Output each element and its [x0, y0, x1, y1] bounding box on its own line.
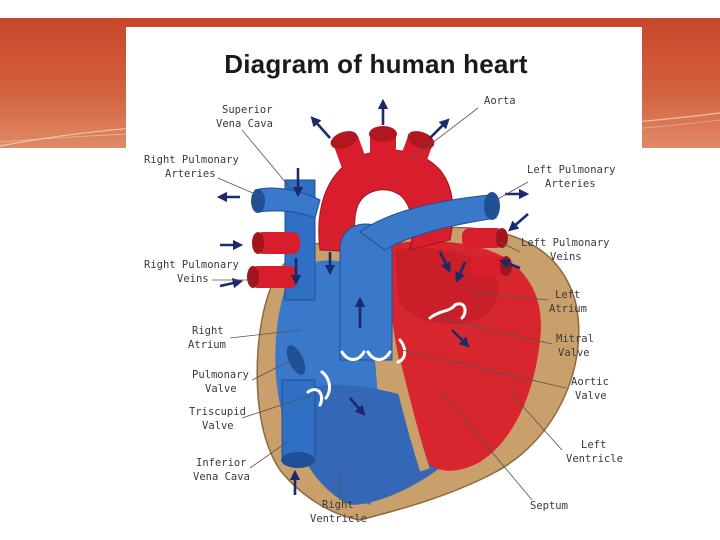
slide-title: Diagram of human heart: [224, 49, 528, 79]
left-pulmonary-artery-opening: [484, 192, 500, 220]
right-pulmonary-artery-opening: [251, 189, 265, 213]
diagram-labels: Superior Vena Cava Aorta Right Pulmonary…: [144, 95, 623, 525]
label-left-pulmonary-arteries: Left Pulmonary Arteries: [527, 164, 622, 190]
label-inferior-vena-cava: Inferior Vena Cava: [193, 457, 253, 483]
label-mitral-valve: Mitral Valve: [556, 333, 600, 359]
pulmonary-valve-shape: [340, 350, 366, 361]
label-right-pulmonary-veins: Right Pulmonary Veins: [144, 259, 245, 285]
label-septum: Septum: [530, 500, 568, 512]
label-aortic-valve: Aortic Valve: [571, 376, 615, 402]
inferior-vena-cava-opening: [281, 452, 315, 468]
label-right-pulmonary-arteries: Right Pulmonary Arteries: [144, 154, 245, 180]
label-left-ventricle: Left Ventricle: [566, 439, 623, 465]
label-superior-vena-cava: Superior Vena Cava: [216, 104, 279, 130]
label-pulmonary-valve: Pulmonary Valve: [192, 369, 255, 395]
mitral-valve-shape-2: [453, 302, 467, 320]
label-tricuspid-valve: Triscupid Valve: [189, 406, 252, 432]
right-pulmonary-veins: [247, 232, 300, 288]
heart-valves: [306, 302, 467, 407]
right-pulmonary-artery-branch: [254, 187, 321, 219]
mitral-valve-shape: [428, 303, 457, 320]
label-right-ventricle: Right Ventricle: [310, 499, 367, 525]
label-right-atrium: Right Atrium: [188, 325, 230, 351]
label-left-pulmonary-veins: Left Pulmonary Veins: [521, 237, 616, 263]
label-aorta: Aorta: [484, 95, 516, 107]
pulmonary-valve-shape-2: [366, 350, 392, 361]
pulmonary-valve-leaflet: [286, 345, 306, 375]
blood-flow-arrows: [216, 98, 530, 495]
aorta-branches: [330, 126, 435, 177]
septum-wall: [390, 358, 430, 472]
tricuspid-valve-shape-2: [320, 370, 331, 400]
label-leader-lines: [212, 107, 567, 501]
tricuspid-valve-shape: [306, 388, 324, 407]
label-left-atrium: Left Atrium: [549, 289, 587, 315]
aortic-valve-shape: [396, 338, 407, 364]
